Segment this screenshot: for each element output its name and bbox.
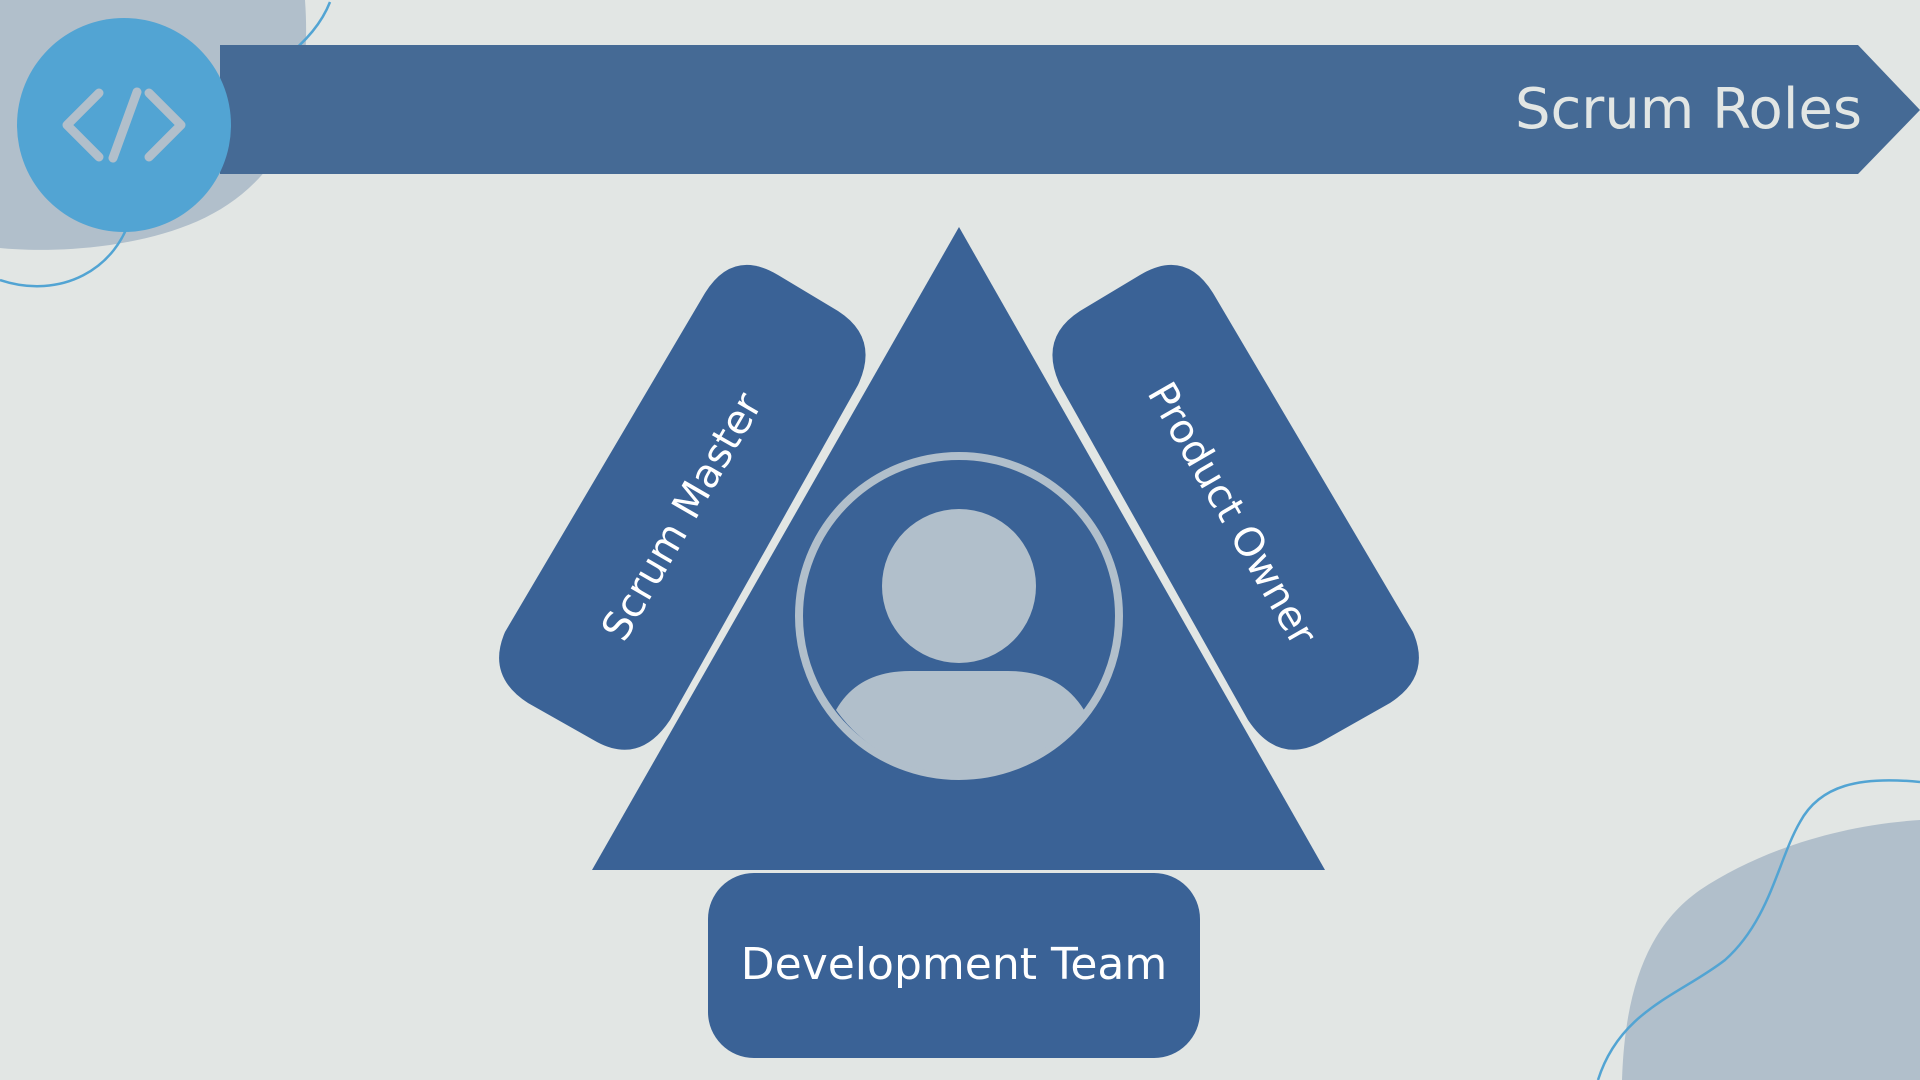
development-team-panel [708, 873, 1200, 1058]
decorative-line-bottom-right [1596, 779, 1920, 1080]
code-brackets-icon [62, 87, 186, 163]
development-team-label: Development Team [741, 939, 1168, 990]
product-owner-panel [1052, 264, 1419, 750]
page-title: Scrum Roles [1515, 77, 1862, 142]
person-icon [795, 452, 1123, 780]
scrum-master-panel [499, 264, 866, 750]
title-banner [220, 45, 1920, 174]
decorative-blob-bottom-right [1622, 820, 1920, 1080]
